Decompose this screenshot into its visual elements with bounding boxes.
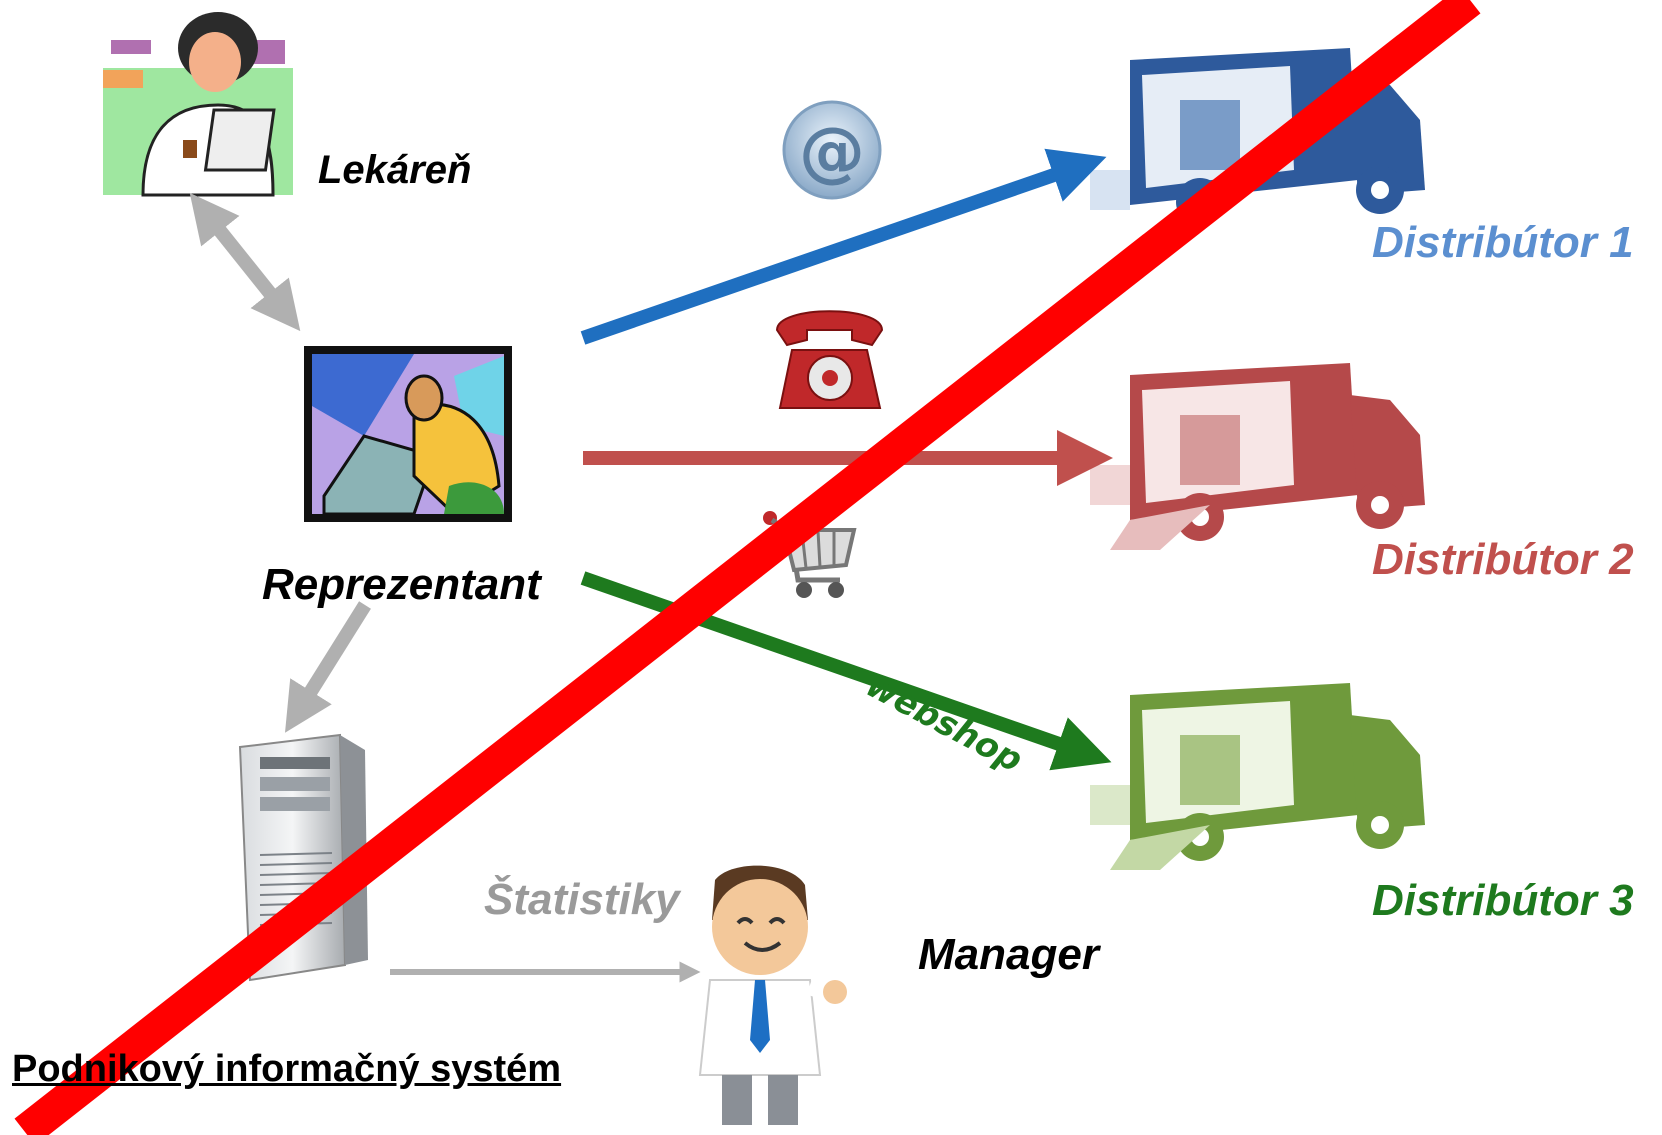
representative-label: Reprezentant	[262, 560, 541, 609]
pharmacist-icon	[103, 12, 293, 197]
distributor-1-label: Distribútor 1	[1372, 218, 1634, 267]
truck-icon	[1090, 48, 1425, 226]
email-arrow	[580, 148, 1107, 345]
strike-line	[14, 0, 1481, 1135]
webshop-arrow	[580, 571, 1112, 771]
distributor-3-label: Distribútor 3	[1372, 876, 1634, 925]
truck-icon	[1090, 363, 1425, 550]
email-icon: @	[782, 100, 882, 200]
system-label: Podnikový informačný systém	[12, 1048, 562, 1090]
pharmacy-label: Lekáreň	[318, 148, 472, 192]
pharmacy-rep-arrow	[189, 192, 301, 332]
phone-icon	[775, 310, 884, 409]
statistics-label: Štatistiky	[484, 875, 680, 924]
manager-icon	[698, 865, 847, 1125]
truck-icon	[1090, 683, 1425, 870]
rep-system-arrow	[284, 601, 371, 733]
distributor-2-label: Distribútor 2	[1372, 535, 1634, 584]
representative-icon	[304, 346, 512, 522]
svg-text:@: @	[799, 113, 865, 190]
manager-label: Manager	[918, 930, 1099, 979]
